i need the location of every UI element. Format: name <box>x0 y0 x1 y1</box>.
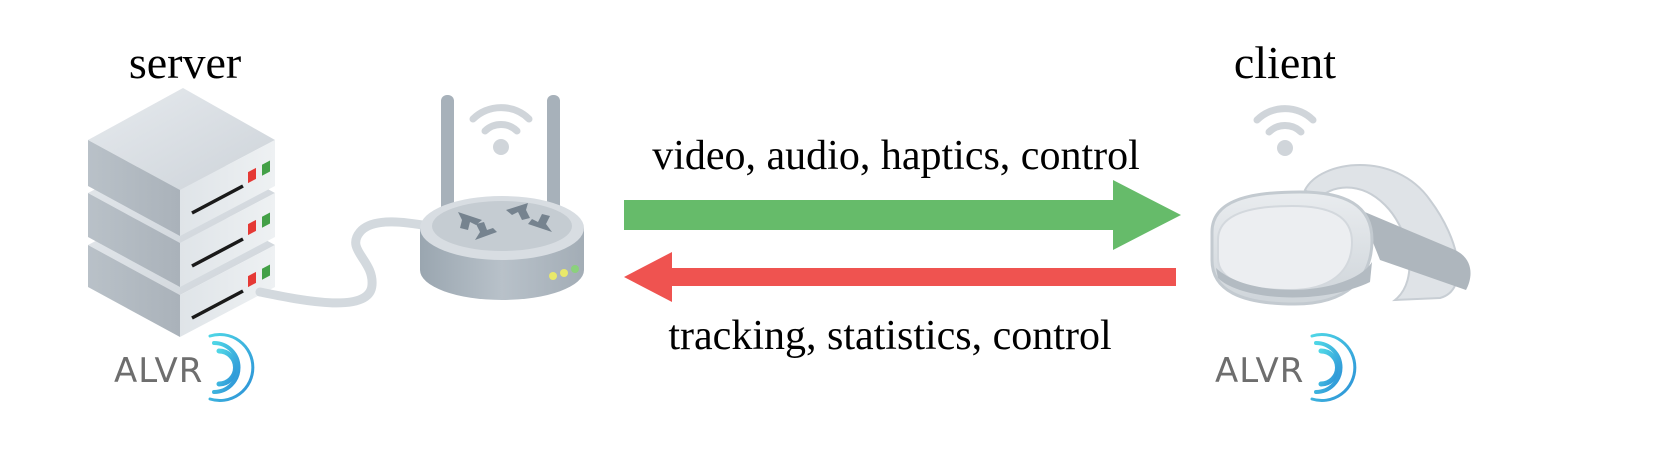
client-label: client <box>1234 37 1336 88</box>
server-logo-text: ALVR <box>114 351 203 391</box>
server-label: server <box>129 37 241 88</box>
server-logo-rings-icon <box>208 333 255 402</box>
router-wifi-icon <box>469 104 533 155</box>
wifi-router-icon <box>420 95 584 300</box>
vr-headset-icon <box>1210 164 1471 306</box>
downstream-arrow <box>624 180 1181 250</box>
upstream-label: tracking, statistics, control <box>668 313 1111 359</box>
network-cable <box>255 217 445 308</box>
client-logo-text: ALVR <box>1215 351 1304 391</box>
server-rack-icon <box>88 88 275 337</box>
downstream-label: video, audio, haptics, control <box>652 133 1140 179</box>
client-alvr-logo: ALVR <box>1215 333 1357 402</box>
upstream-arrow <box>624 252 1176 302</box>
client-wifi-icon <box>1253 105 1317 156</box>
client-logo-rings-icon <box>1310 333 1357 402</box>
server-alvr-logo: ALVR <box>114 333 255 402</box>
